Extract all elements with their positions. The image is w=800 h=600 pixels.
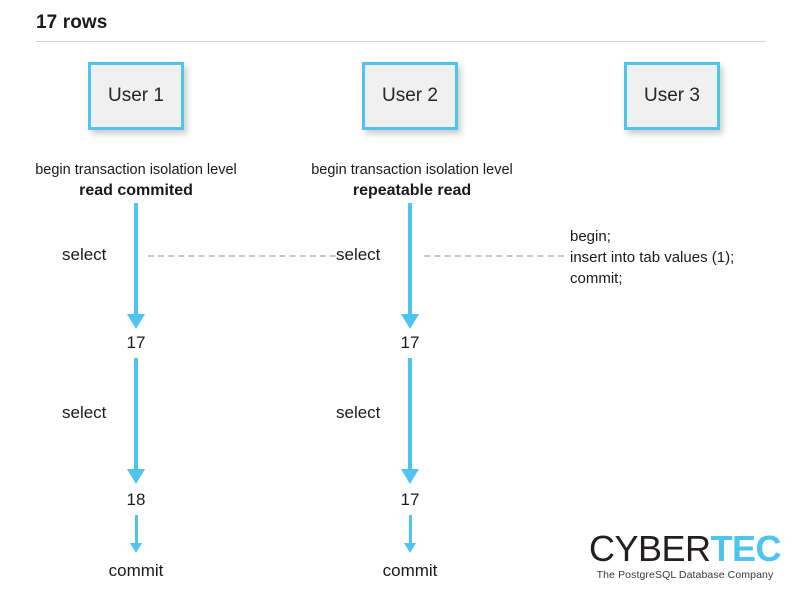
user-box-3-label: User 3 <box>644 85 700 106</box>
user1-step2-result: 18 <box>126 490 146 509</box>
cybertec-logo: CYBERTEC The PostgreSQL Database Company <box>585 530 785 582</box>
user1-step1-label: select <box>62 245 107 264</box>
isolation-level-user2: repeatable read <box>352 182 472 199</box>
user-box-1-label: User 1 <box>108 85 164 106</box>
logo-word-cyber: CYBER <box>588 528 711 569</box>
user1-commit-label: commit <box>108 561 164 580</box>
user2-step2-result: 17 <box>400 490 420 509</box>
arrowhead-user2-commit <box>404 543 416 553</box>
isolation-prefix-user2: begin transaction isolation level <box>311 162 513 178</box>
dashed-connector-left <box>148 255 336 257</box>
isolation-caption-user2: begin transaction isolation level repeat… <box>262 160 562 202</box>
flow-arrow-user1-step1 <box>134 203 138 318</box>
user2-step1-label: select <box>336 245 381 264</box>
user-box-2[interactable]: User 2 <box>362 62 458 130</box>
user3-sql-line-1: begin; <box>570 228 611 245</box>
user-box-2-label: User 2 <box>382 85 438 106</box>
arrowhead-user1-step1 <box>127 314 145 329</box>
user-box-1[interactable]: User 1 <box>88 62 184 130</box>
user3-sql-block: begin; insert into tab values (1); commi… <box>570 226 734 289</box>
page-title: 17 rows <box>36 12 108 33</box>
flow-arrow-user2-commit <box>409 515 412 547</box>
flow-arrow-user1-commit <box>135 515 138 547</box>
user2-commit-label: commit <box>382 561 438 580</box>
isolation-prefix-user1: begin transaction isolation level <box>35 162 237 178</box>
arrowhead-user2-step1 <box>401 314 419 329</box>
arrowhead-user1-step2 <box>127 469 145 484</box>
logo-word-tec: TEC <box>710 528 782 569</box>
flow-arrow-user2-step1 <box>408 203 412 318</box>
header-divider <box>36 41 766 42</box>
arrowhead-user2-step2 <box>401 469 419 484</box>
flow-arrow-user2-step2 <box>408 358 412 473</box>
user3-sql-line-3: commit; <box>570 270 623 287</box>
user3-sql-line-2: insert into tab values (1); <box>570 249 735 266</box>
user1-step2-label: select <box>62 403 107 422</box>
user2-step2-label: select <box>336 403 381 422</box>
arrowhead-user1-commit <box>130 543 142 553</box>
flow-arrow-user1-step2 <box>134 358 138 473</box>
user2-step1-result: 17 <box>400 333 420 352</box>
logo-tagline: The PostgreSQL Database Company <box>596 569 774 581</box>
isolation-caption-user1: begin transaction isolation level read c… <box>0 160 286 202</box>
isolation-level-user1: read commited <box>79 182 193 199</box>
user-box-3[interactable]: User 3 <box>624 62 720 130</box>
dashed-connector-right <box>424 255 564 257</box>
user1-step1-result: 17 <box>126 333 146 352</box>
logo-wordmark: CYBERTEC <box>585 530 785 568</box>
